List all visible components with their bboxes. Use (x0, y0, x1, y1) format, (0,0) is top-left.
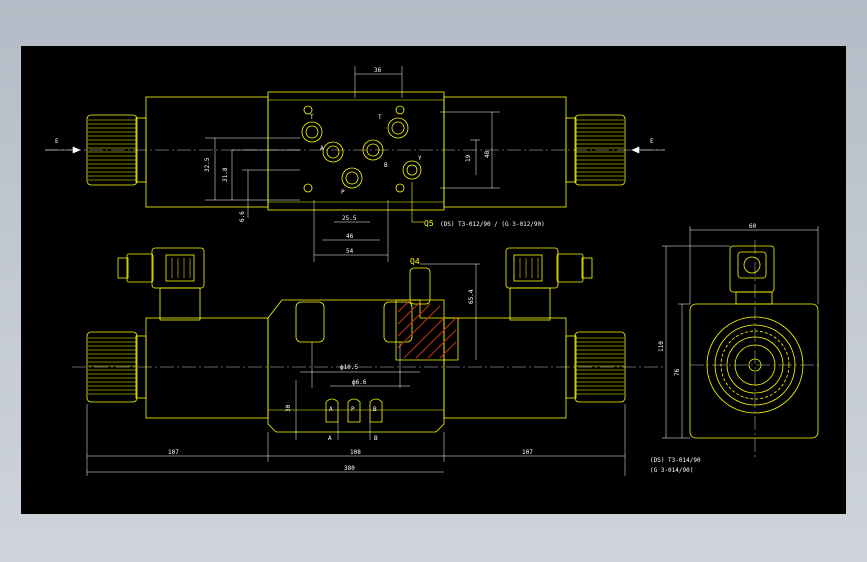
left-knob-front-knurl (88, 337, 136, 395)
dim-bottom-a: 25.5 (342, 215, 357, 222)
drawing-canvas (21, 46, 846, 514)
side-note-line2: (G 3-014/90) (650, 467, 693, 474)
callout-q5: Q5 (424, 219, 434, 228)
dim-top-width: 36 (374, 67, 382, 74)
port-label-t-left: T (310, 114, 314, 121)
left-knob-knurl (88, 119, 136, 181)
port-label-p: P (341, 189, 345, 196)
callout-q4: Q4 (410, 257, 420, 266)
dim-overall-right: 107 (522, 449, 533, 456)
dim-hole-b: ф6.6 (352, 379, 367, 386)
left-knob-front (86, 331, 138, 403)
port-label-y: Y (418, 155, 422, 162)
port-label-a: A (320, 145, 324, 152)
right-knob-collar (565, 117, 577, 183)
port-t-left (301, 121, 323, 143)
side-view (689, 240, 820, 460)
port-t-right (387, 117, 409, 139)
front-view-dimensions (86, 263, 626, 476)
section-mark-right: E (650, 138, 654, 145)
right-knob-knurl (576, 119, 624, 181)
dim-right-b: 19 (465, 154, 472, 162)
dim-left-c: 6.6 (239, 211, 246, 222)
callout-q5-text: (DS) T3-012/90 / (G 3-012/90) (440, 221, 545, 228)
dim-overall-total: 380 (344, 465, 355, 472)
q5-leader (411, 182, 424, 223)
dim-overall-middle: 108 (350, 449, 361, 456)
screw-hole (395, 105, 405, 115)
dim-side-width: 60 (749, 223, 757, 230)
right-knob-front (574, 331, 626, 403)
dim-bottom-b: 46 (346, 233, 354, 240)
side-knob-outer (706, 316, 804, 414)
dim-side-height-inner: 76 (674, 368, 681, 376)
section-hatch (397, 299, 457, 359)
top-view (45, 91, 665, 211)
port-label-t-right: T (378, 114, 382, 121)
screw-hole (303, 105, 313, 115)
port-label-front-p: P (351, 406, 355, 413)
port-cavity-a (325, 398, 339, 423)
section-detail (395, 299, 459, 361)
port-cavity-p (347, 398, 361, 423)
left-knob-collar (135, 117, 147, 183)
port-cavity-b (369, 398, 383, 423)
screw-hole (303, 183, 313, 193)
dim-left-a: 32.5 (204, 157, 211, 172)
dim-hole-a: ф10.5 (340, 364, 358, 371)
bottom-port-b: B (374, 435, 378, 442)
dim-right-a: 48 (484, 150, 491, 158)
dim-height-right: 65.4 (468, 289, 475, 304)
front-view (72, 247, 665, 433)
top-view-dimensions (205, 66, 500, 262)
port-a (322, 141, 344, 163)
screw-hole (395, 183, 405, 193)
right-knob-front-knurl (576, 337, 624, 395)
section-mark-left: E (55, 138, 59, 145)
dim-bottom-c: 54 (346, 248, 354, 255)
bottom-port-a: A (328, 435, 332, 442)
left-knob (86, 114, 138, 186)
port-label-front-a: A (329, 406, 333, 413)
side-view-dimensions (662, 226, 819, 439)
valve-body-top (267, 91, 445, 211)
port-label-front-b: B (373, 406, 377, 413)
section-arrows (45, 146, 665, 154)
port-p (341, 167, 363, 189)
port-y (402, 160, 422, 180)
right-knob (574, 114, 626, 186)
side-note-line1: (DS) T3-014/90 (650, 457, 701, 464)
port-b (362, 139, 384, 161)
valve-body-front (267, 299, 445, 433)
dim-side-height-total: 110 (658, 341, 665, 352)
dim-left-b: 31.8 (222, 167, 229, 182)
dim-overall-left: 107 (168, 449, 179, 456)
dim-left-side: 30 (285, 404, 292, 412)
port-label-b: B (384, 162, 388, 169)
side-body (689, 303, 819, 439)
